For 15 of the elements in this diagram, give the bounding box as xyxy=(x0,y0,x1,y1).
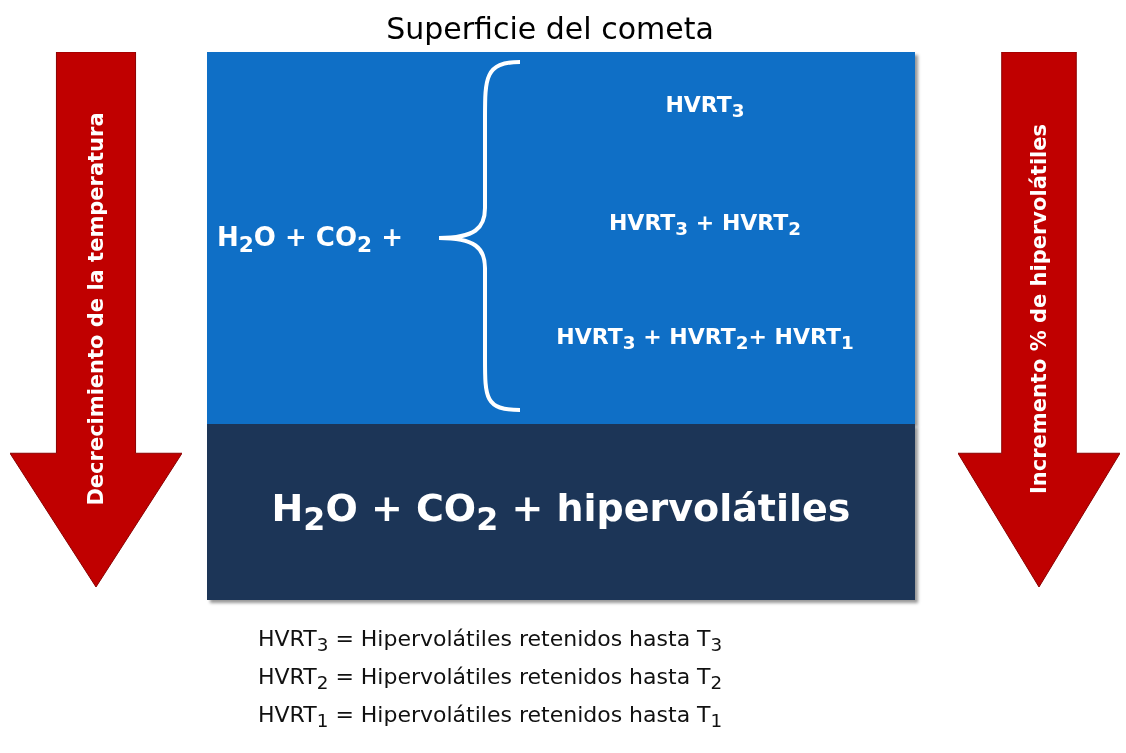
diagram-title: Superficie del cometa xyxy=(385,10,715,48)
definition-note: HVRT$_{2}$ = Hipervolátiles retenidos hasta T$_{2}$ xyxy=(258,664,723,694)
formula-text: HVRT$_{3}$ xyxy=(525,92,885,122)
down-arrow-banner xyxy=(958,52,1120,587)
layer-panel xyxy=(207,424,915,600)
layer-label: H$_{2}$O + CO$_{2}$ + xyxy=(217,222,403,258)
arrow-label: Incremento % de hipervolátiles xyxy=(1027,123,1051,494)
formula-text: HVRT$_{3}$ + HVRT$_{2}$+ HVRT$_{1}$ xyxy=(525,324,885,354)
arrow-label: Decrecimiento de la temperatura xyxy=(84,112,108,506)
layer-label: H$_{2}$O + CO$_{2}$ + hipervolátiles xyxy=(271,486,851,537)
down-arrow-banner xyxy=(10,52,182,587)
definition-note: HVRT$_{1}$ = Hipervolátiles retenidos hasta T$_{1}$ xyxy=(258,702,723,732)
formula-text: HVRT$_{3}$ + HVRT$_{2}$ xyxy=(525,210,885,240)
layer-panel xyxy=(207,52,915,424)
definition-note: HVRT$_{3}$ = Hipervolátiles retenidos hasta T$_{3}$ xyxy=(258,626,723,656)
